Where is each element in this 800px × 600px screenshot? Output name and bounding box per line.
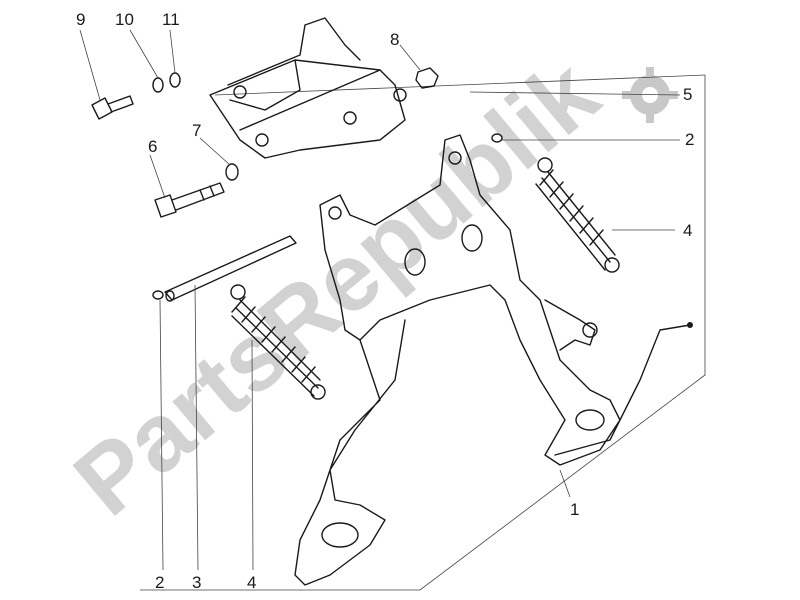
spring-right	[535, 157, 620, 273]
main-stand	[294, 134, 691, 586]
upper-bracket	[209, 17, 407, 159]
callout-2-right: 2	[685, 130, 694, 149]
bolt-6	[154, 182, 225, 218]
callout-6: 6	[148, 137, 157, 156]
callout-7: 7	[192, 121, 201, 140]
spring-left	[230, 284, 326, 400]
callout-8: 8	[390, 30, 399, 49]
watermark: PartsRepublik	[55, 39, 678, 536]
washer-10	[152, 77, 164, 93]
callout-9: 9	[76, 10, 85, 29]
callout-4-right: 4	[683, 221, 692, 240]
washer-7	[225, 163, 239, 181]
circlip-right	[491, 133, 503, 143]
callout-2-bottom: 2	[155, 573, 164, 592]
callout-5: 5	[683, 85, 692, 104]
washer-11	[169, 72, 181, 88]
nut-8	[415, 67, 439, 89]
callout-11: 11	[162, 10, 180, 29]
reference-dot	[687, 322, 693, 328]
callout-10: 10	[115, 10, 134, 29]
gear-icon	[622, 67, 678, 123]
callouts: 9 10 11 8 5 7 6 2 4 1 2 3 4	[76, 10, 694, 592]
callout-1: 1	[570, 500, 579, 519]
shaft	[164, 235, 297, 302]
callout-3: 3	[192, 573, 201, 592]
leader-lines	[79, 29, 681, 571]
callout-4-bottom: 4	[247, 573, 256, 592]
circlip-left	[152, 290, 164, 300]
bolt-9	[91, 95, 134, 120]
